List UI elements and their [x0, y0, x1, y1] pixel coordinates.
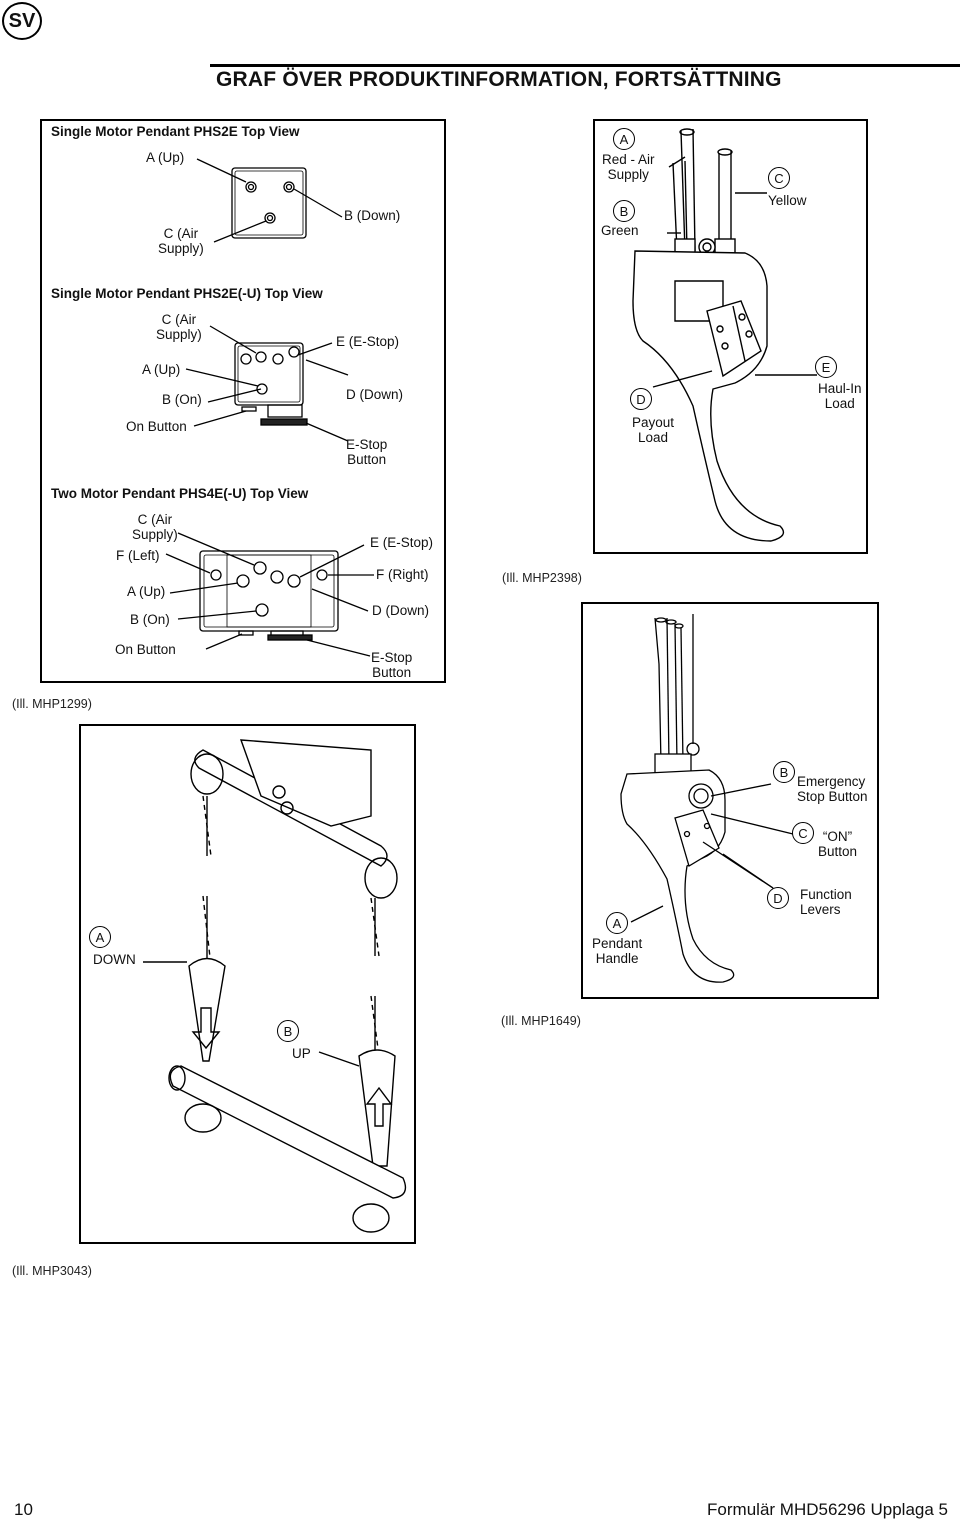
page-title: GRAF ÖVER PRODUKTINFORMATION, FORTSÄTTNI… [216, 68, 782, 91]
fig2-haul-in-label: Haul-In Load [818, 381, 862, 411]
phs2eu-d-down-label: D (Down) [346, 387, 404, 402]
phs4eu-heading: Two Motor Pendant PHS4E(-U) Top View [51, 486, 309, 501]
fig3-emergency-line2: Stop Button [797, 789, 868, 804]
phs2e-c-air-label: C (Air Supply) [158, 226, 204, 256]
fig3-handle-line2: Handle [595, 951, 639, 966]
phs4eu-estop-line2: Button [372, 665, 412, 680]
phs2eu-heading: Single Motor Pendant PHS2E(-U) Top View [51, 286, 323, 301]
figure-chain-pendant [79, 724, 416, 1244]
fig3-on-line2: Button [818, 844, 858, 859]
phs2e-c-air-line1: C (Air [163, 226, 199, 241]
figure-pendant-estop [581, 602, 879, 999]
fig2-callout-c: C [768, 167, 790, 189]
figure-pendant-top-views [40, 119, 446, 683]
fig2-callout-d: D [630, 388, 652, 410]
phs4eu-estop-button-label: E-Stop Button [371, 650, 412, 680]
phs4eu-f-right-label: F (Right) [376, 567, 429, 582]
phs2eu-c-air-line1: C (Air [161, 312, 197, 327]
fig4-callout-a: A [89, 926, 111, 948]
fig3-callout-d: D [767, 887, 789, 909]
fig2-red-air-line2: Supply [607, 167, 649, 182]
fig4-callout-b: B [277, 1020, 299, 1042]
fig3-on-button-label: “ON” Button [818, 829, 857, 859]
fig3-on-line1: “ON” [822, 829, 853, 844]
header-rule [210, 64, 960, 67]
fig2-callout-e: E [815, 356, 837, 378]
phs4eu-e-estop-label: E (E-Stop) [370, 535, 434, 550]
fig2-payout-line2: Load [637, 430, 669, 445]
page-number: 10 [14, 1500, 33, 1519]
phs2eu-c-air-label: C (Air Supply) [156, 312, 202, 342]
caption-mhp1299: (Ill. MHP1299) [12, 697, 92, 711]
fig3-callout-a: A [606, 912, 628, 934]
fig2-payout-line1: Payout [632, 415, 675, 430]
fig3-emergency-stop-label: Emergency Stop Button [797, 774, 868, 804]
phs2eu-estop-button-label: E-Stop Button [346, 437, 387, 467]
phs4eu-estop-line1: E-Stop [371, 650, 413, 665]
fig3-handle-line1: Pendant [592, 936, 643, 951]
hose-pendant-drawing [632, 128, 817, 542]
phs2eu-c-air-line2: Supply) [156, 327, 202, 342]
fig2-green-label: Green [601, 223, 639, 238]
fig2-red-air-label: Red - Air Supply [602, 152, 655, 182]
fig2-callout-a: A [613, 128, 635, 150]
phs2e-c-air-line2: Supply) [158, 241, 204, 256]
fig4-up-label: UP [292, 1046, 311, 1061]
fig3-emergency-line1: Emergency [797, 774, 866, 789]
fig2-haul-in-line2: Load [824, 396, 855, 411]
phs4eu-c-air-label: C (Air Supply) [132, 512, 178, 542]
pendant-estop-drawing [620, 614, 794, 983]
chain-pendant-drawing [143, 739, 407, 1233]
fig4-down-label: DOWN [93, 952, 136, 967]
phs4eu-c-air-line1: C (Air [137, 512, 173, 527]
phs4eu-on-button-label: On Button [115, 642, 176, 657]
caption-mhp3043: (Ill. MHP3043) [12, 1264, 92, 1278]
phs4eu-d-down-label: D (Down) [372, 603, 430, 618]
fig3-function-line2: Levers [800, 902, 841, 917]
top-view-drawings [165, 158, 374, 657]
phs4eu-c-air-line2: Supply) [132, 527, 178, 542]
fig2-payout-label: Payout Load [632, 415, 674, 445]
caption-mhp2398: (Ill. MHP2398) [502, 571, 582, 585]
figure-hose-pendant [593, 119, 868, 554]
fig3-callout-b: B [773, 761, 795, 783]
language-badge: SV [2, 2, 42, 40]
phs2eu-estop-line2: Button [347, 452, 387, 467]
fig2-yellow-label: Yellow [768, 193, 807, 208]
phs2eu-a-up-label: A (Up) [142, 362, 181, 377]
phs2e-heading: Single Motor Pendant PHS2E Top View [51, 124, 300, 139]
phs2eu-b-on-label: B (On) [162, 392, 202, 407]
caption-mhp1649: (Ill. MHP1649) [501, 1014, 581, 1028]
fig3-function-line1: Function [800, 887, 852, 902]
fig2-haul-in-line1: Haul-In [818, 381, 862, 396]
phs2eu-e-estop-label: E (E-Stop) [336, 334, 400, 349]
phs4eu-a-up-label: A (Up) [127, 584, 166, 599]
phs4eu-f-left-label: F (Left) [116, 548, 160, 563]
fig2-callout-b: B [613, 200, 635, 222]
phs2e-a-up-label: A (Up) [146, 150, 185, 165]
phs4eu-b-on-label: B (On) [130, 612, 170, 627]
fig3-pendant-handle-label: Pendant Handle [592, 936, 642, 966]
fig3-function-levers-label: Function Levers [800, 887, 852, 917]
phs2eu-estop-line1: E-Stop [346, 437, 388, 452]
form-reference: Formulär MHD56296 Upplaga 5 [707, 1500, 948, 1519]
phs2e-b-down-label: B (Down) [344, 208, 401, 223]
fig3-callout-c: C [792, 822, 814, 844]
phs2eu-on-button-label: On Button [126, 419, 187, 434]
fig2-red-air-line1: Red - Air [602, 152, 655, 167]
